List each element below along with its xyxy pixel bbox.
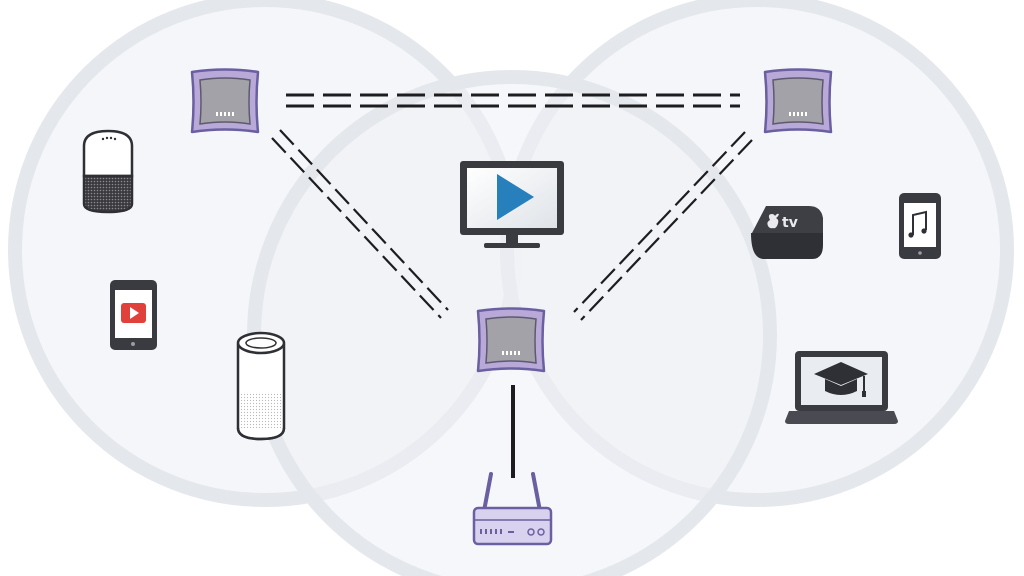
coverage-zones	[8, 0, 1014, 576]
amazon-echo-icon	[236, 331, 286, 441]
google-home-icon	[82, 129, 134, 214]
laptop-graduation-icon	[785, 351, 898, 424]
link-top-left-to-top-right	[286, 93, 740, 108]
mesh-node-top-right-icon	[763, 68, 833, 134]
apple-tv-label: tv	[782, 215, 798, 231]
router-icon	[472, 472, 553, 546]
wireless-links	[271, 93, 753, 321]
link-top-left-to-center	[271, 129, 449, 319]
tv-play-icon	[460, 161, 564, 248]
music-phone-icon	[899, 193, 941, 259]
youtube-tablet-icon	[110, 280, 157, 350]
apple-tv-icon: tv	[751, 206, 823, 259]
mesh-node-center-icon	[476, 307, 546, 373]
mesh-node-top-left-icon	[190, 68, 260, 134]
link-top-right-to-center	[573, 131, 753, 321]
